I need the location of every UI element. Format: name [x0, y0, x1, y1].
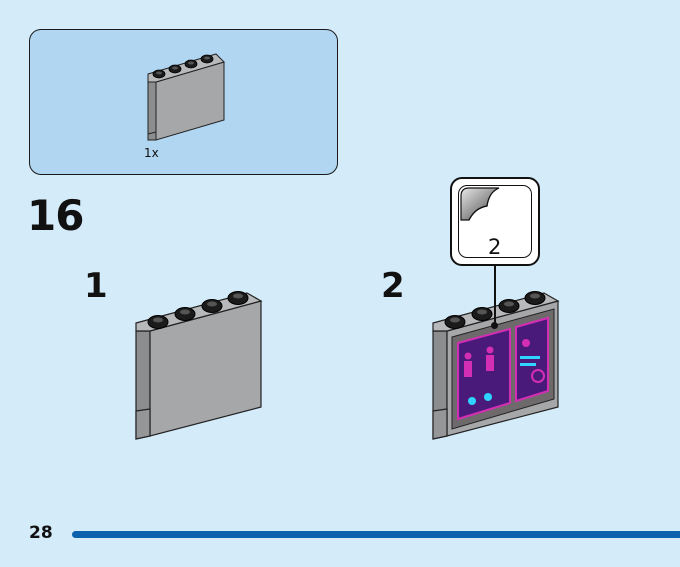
- sticker-frame: 2: [458, 185, 532, 259]
- callout-pointer-dot: [491, 322, 498, 329]
- sticker-quantity: 2: [488, 235, 502, 259]
- substep-1-label: 1: [84, 266, 108, 306]
- sticker-peel-icon: [460, 187, 500, 221]
- substep-2-label: 2: [381, 266, 405, 306]
- page-number: 28: [29, 523, 53, 543]
- sticker-callout: 2: [450, 177, 540, 266]
- panel-brick-icon: [147, 53, 225, 141]
- parts-list-panel: 1x: [29, 29, 338, 175]
- substep-1-brick: [135, 291, 263, 440]
- callout-pointer-line: [494, 265, 496, 325]
- page-progress-bar: [72, 531, 680, 538]
- step-number: 16: [27, 191, 84, 240]
- substep-2-brick-with-sticker: [432, 291, 560, 440]
- part-quantity: 1x: [144, 146, 159, 160]
